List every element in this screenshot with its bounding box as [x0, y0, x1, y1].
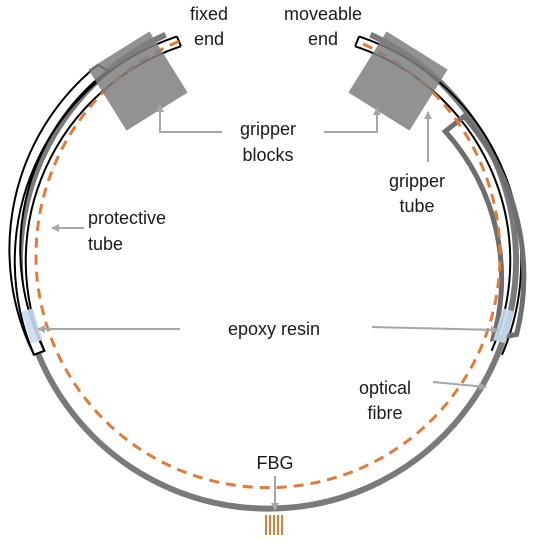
label-gripper-tube-2: tube — [399, 196, 434, 216]
label-gripper-blocks-2: blocks — [242, 145, 293, 165]
label-protective-tube-1: protective — [88, 208, 166, 228]
label-fixed-end-1: fixed — [190, 4, 228, 24]
label-fixed-end-2: end — [194, 29, 224, 49]
gripper-tube — [441, 112, 527, 342]
label-gripper-blocks-1: gripper — [240, 119, 296, 139]
epoxy-patch-right — [493, 308, 515, 344]
gripper-block-right — [348, 31, 448, 131]
arrows — [37, 104, 499, 511]
label-gripper-tube-1: gripper — [389, 171, 445, 191]
protective-tube-bottom-end — [33, 349, 45, 356]
label-protective-tube-2: tube — [88, 234, 123, 254]
label-optical-fibre-1: optical — [359, 378, 411, 398]
label-fbg: FBG — [256, 453, 293, 473]
arrow-epoxy-right — [371, 325, 499, 334]
label-epoxy-resin: epoxy resin — [228, 319, 320, 339]
epoxy-patch-left — [21, 308, 43, 344]
arrow-gripper-blocks-right — [324, 107, 381, 133]
arrow-gripper-blocks-left — [156, 104, 222, 133]
optical-fibre — [34, 40, 502, 490]
label-moveable-end-1: moveable — [284, 4, 362, 24]
fbg-grating — [264, 514, 286, 535]
arrow-optical-fibre — [432, 381, 487, 391]
fibre-tube-right-end — [354, 36, 361, 47]
protective-tube-end — [175, 36, 182, 47]
outer-ring — [17, 31, 519, 512]
gripper-block-left — [88, 31, 188, 131]
label-optical-fibre-2: fibre — [367, 403, 402, 423]
label-moveable-end-2: end — [308, 29, 338, 49]
